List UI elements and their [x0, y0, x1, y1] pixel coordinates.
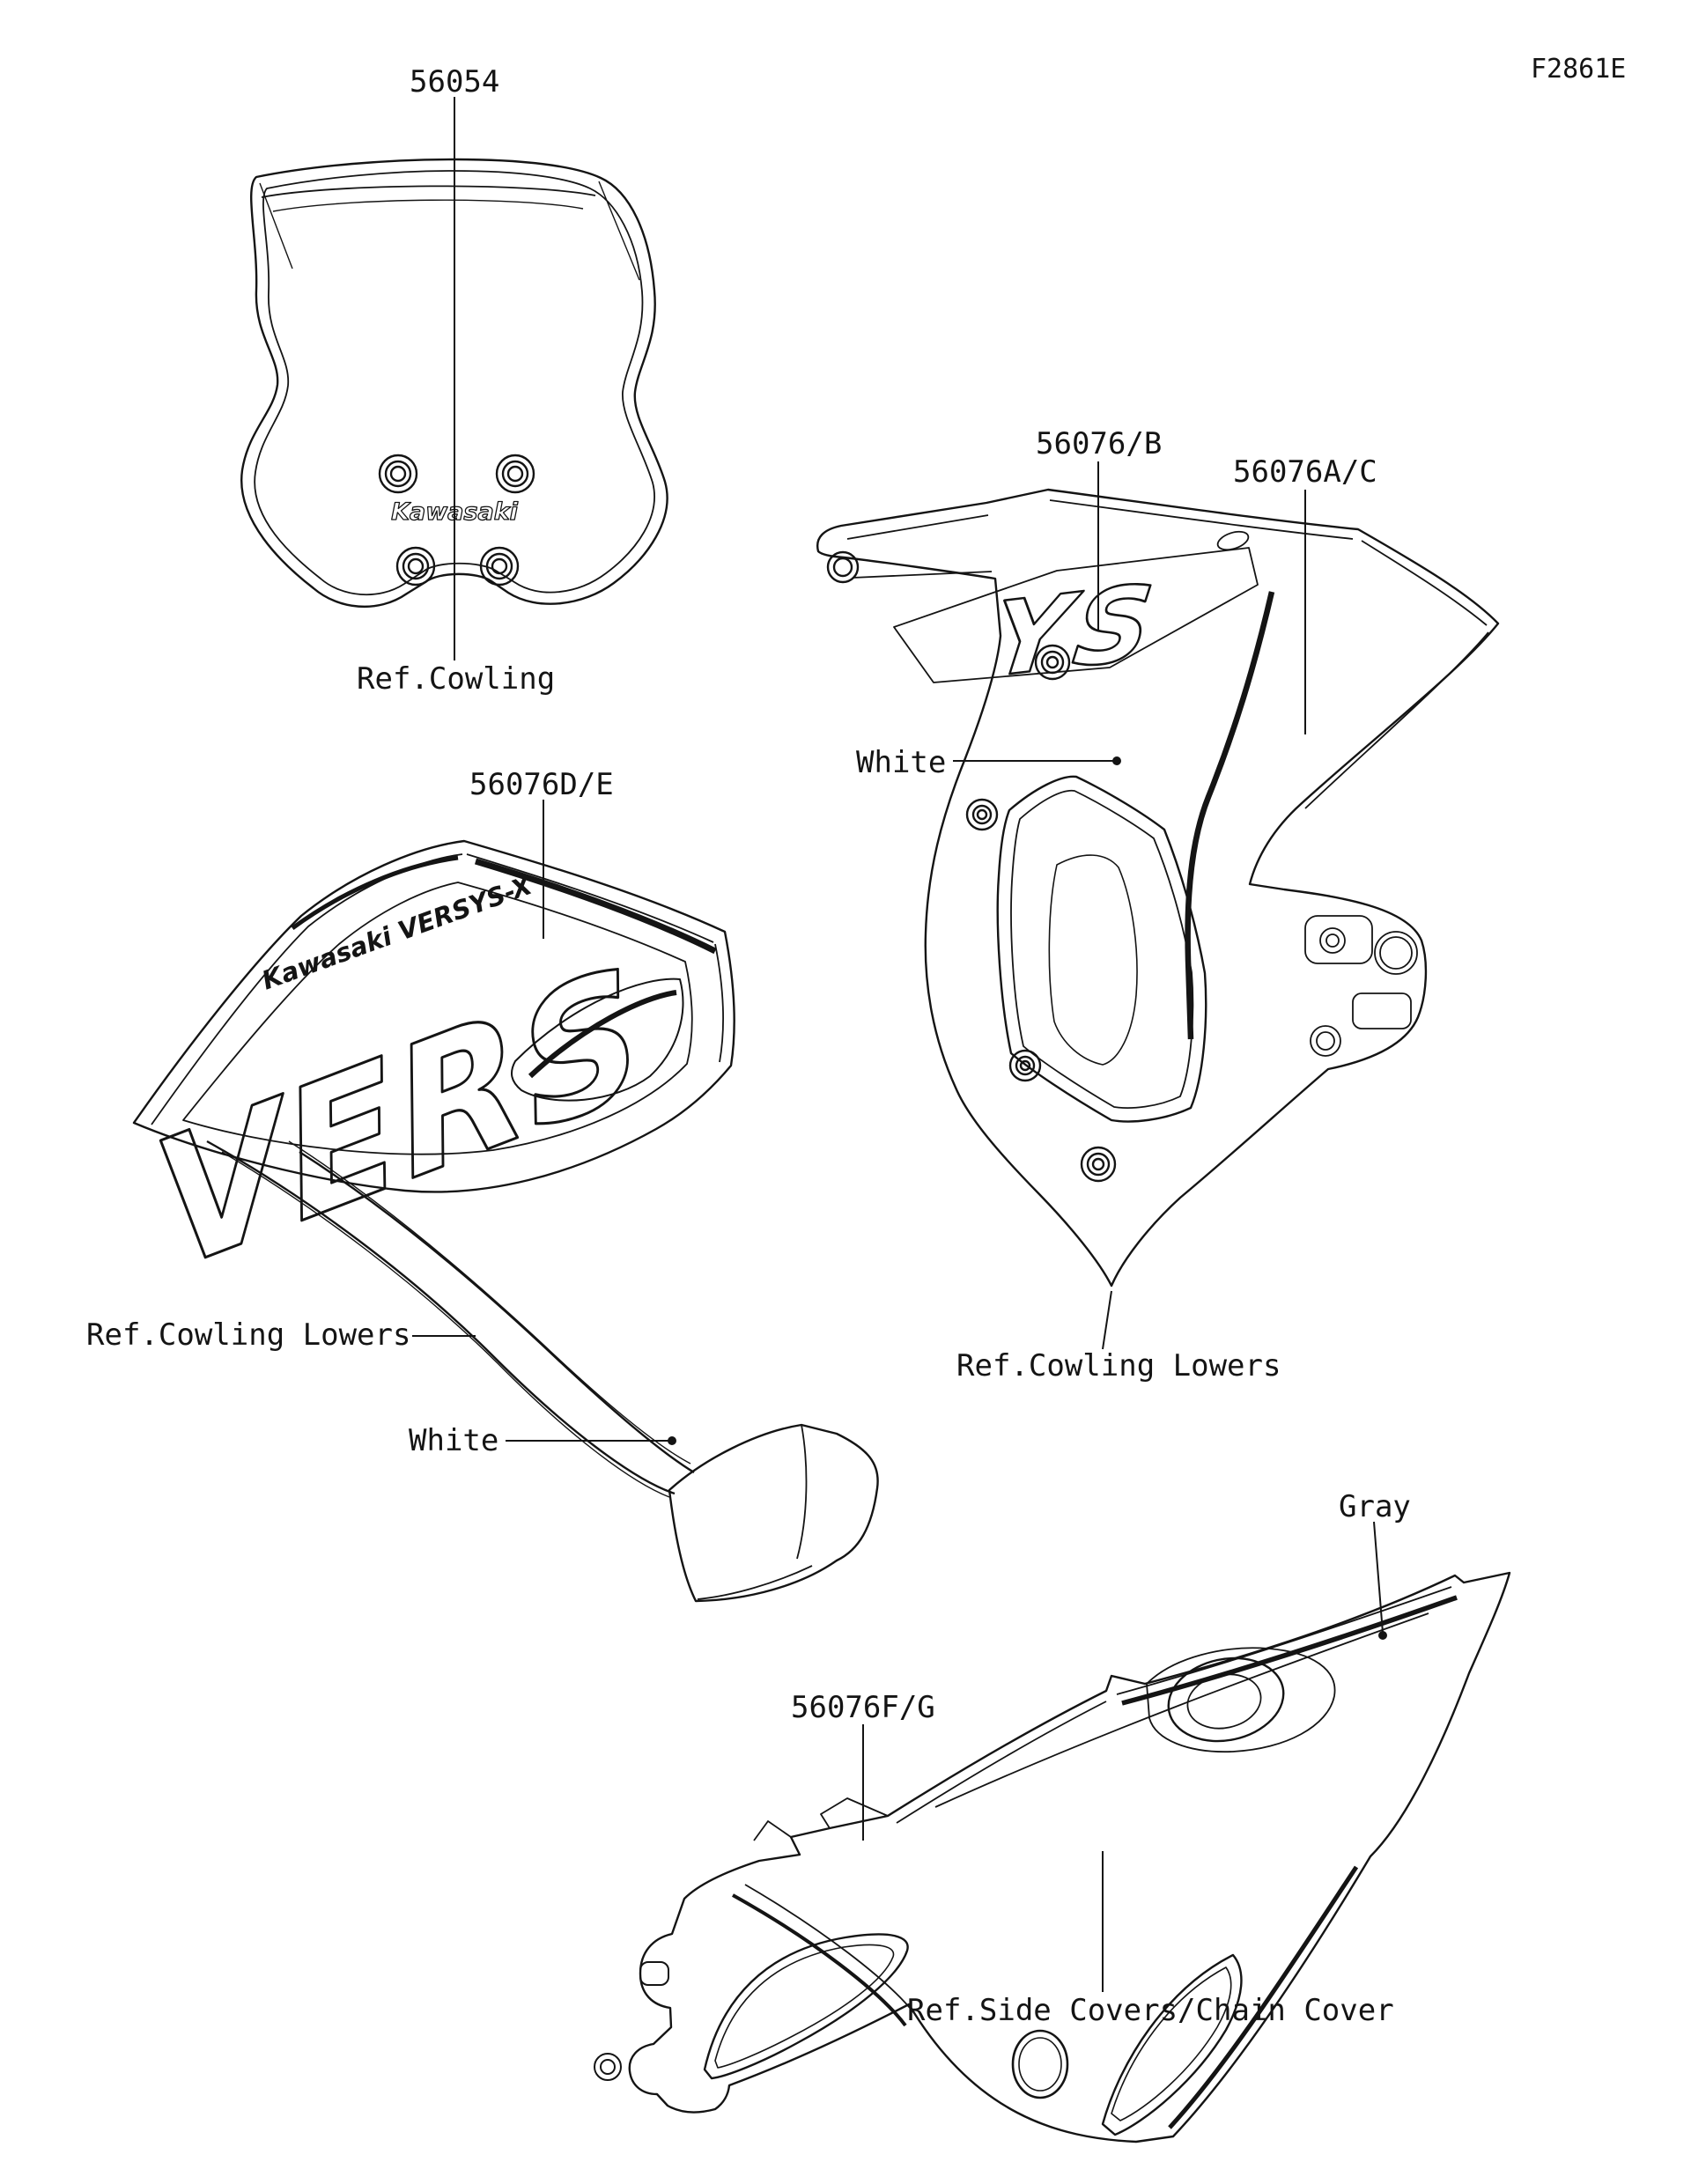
windshield-bolt-3 [395, 546, 436, 587]
side-cover-left-opening [703, 1933, 909, 2080]
right-cowling-arm-bolt [826, 550, 860, 584]
windshield-bolt-4 [479, 546, 520, 587]
right-cowling-bracket [1304, 915, 1418, 1057]
callout-ref-cowling-lowers-left: Ref.Cowling Lowers [86, 1317, 411, 1353]
side-cover-round-opening-inner [1186, 1673, 1262, 1730]
figure-code: F2861E [1531, 54, 1627, 85]
left-cowling-swoosh-left [291, 855, 459, 931]
windshield-right-crease [598, 181, 640, 281]
side-cover-top-stripe-thin [1116, 1586, 1452, 1695]
right-cowling-window-inner [1010, 789, 1194, 1109]
windshield-left-crease [259, 182, 293, 269]
side-cover-tab-bolt-lower [594, 2053, 622, 2081]
right-cowling-bolt-mid [1034, 644, 1071, 681]
side-cover-round-opening [1167, 1656, 1285, 1743]
callout-part-56076fg: 56076F/G [791, 1690, 935, 1725]
side-cover-left-opening-inner [714, 1944, 895, 2069]
callout-white-left: White [409, 1423, 499, 1458]
side-cover-right-opening [1101, 1953, 1243, 2136]
side-cover-left-stripe-thin [744, 1884, 915, 2014]
leader-white-right-dot [1112, 756, 1121, 765]
left-cowling-swoosh-top [474, 858, 717, 955]
left-cowling-teardrop [510, 978, 684, 1102]
leader-gray [1373, 1521, 1384, 1634]
side-cover-axis-stripe2 [896, 1701, 1107, 1824]
leader-white-left-dot [668, 1436, 676, 1445]
right-cowling-window-detail [1048, 854, 1138, 1066]
windshield-top-accent [261, 185, 596, 198]
right-cowling-dark-stripe [1185, 591, 1275, 1040]
left-cowling-lower-band [206, 1140, 695, 1498]
side-cover-drawing [594, 1571, 1511, 2143]
windshield-top-accent2 [272, 199, 584, 212]
right-cowling-bolt-bottom [1080, 1146, 1117, 1183]
side-cover-spikes [753, 1797, 889, 1841]
left-cowling-decal-panel [182, 882, 693, 1155]
side-cover-left-stripe [732, 1893, 907, 2027]
right-cowling-outline [816, 488, 1500, 1288]
callout-part-56076b: 56076/B [1036, 426, 1163, 461]
side-cover-top-stripe-dark [1121, 1595, 1458, 1706]
windshield-bolt-2 [495, 454, 535, 494]
windshield-outline [240, 158, 668, 609]
leader-gray-dot [1378, 1631, 1387, 1640]
right-cowling-bolt-left [965, 798, 999, 831]
callout-part-56054: 56054 [410, 64, 500, 100]
windshield-inner [254, 170, 655, 596]
left-cowling-large-decal: VERS [142, 928, 660, 1310]
right-cowling-arm-inner [846, 514, 993, 579]
right-cowling-right-inner [1304, 631, 1489, 809]
left-cowling-teardrop-stripe [528, 990, 677, 1079]
callout-part-56076de: 56076D/E [469, 767, 614, 802]
callout-ref-side-covers: Ref.Side Covers/Chain Cover [907, 1993, 1394, 2028]
right-cowling-bolt-bottomleft [1008, 1049, 1042, 1082]
callout-ref-cowling-lowers-right: Ref.Cowling Lowers [956, 1348, 1281, 1383]
callout-white-right: White [856, 745, 947, 780]
left-cowling-shield-outline [132, 839, 735, 1193]
callout-gray: Gray [1339, 1489, 1411, 1524]
right-cowling-large-decal: YS [985, 562, 1164, 701]
side-cover-right-opening-inner [1111, 1966, 1232, 2121]
side-cover-wing-stripe [1168, 1865, 1359, 2129]
leader-ref-lowers-right [1102, 1290, 1112, 1350]
side-cover-outline [628, 1571, 1511, 2143]
side-cover-boss [1146, 1647, 1336, 1753]
side-cover-axis-stripe1 [934, 1612, 1429, 1808]
left-cowling-foot [668, 1423, 879, 1603]
left-cowling-drawing: Kawasaki VERSYS-X VERS [132, 839, 879, 1603]
right-cowling-decal-band [893, 547, 1259, 683]
right-cowling-top-inner [1049, 499, 1488, 626]
side-cover-center-hole [1011, 2029, 1069, 2099]
windshield-logo-decal: Kawasaki [391, 498, 519, 526]
side-cover-tab-bolt-upper [639, 1961, 669, 1986]
right-cowling-window-outer [996, 775, 1207, 1123]
windshield-drawing: Kawasaki [240, 158, 668, 609]
leader-lines [412, 97, 1387, 1992]
callout-part-56076ac: 56076A/C [1233, 454, 1377, 490]
callout-ref-cowling: Ref.Cowling [357, 661, 556, 697]
left-cowling-foot-folds [697, 1424, 813, 1600]
right-cowling-vent-hole [1216, 530, 1250, 551]
right-cowling-drawing: YS [816, 488, 1500, 1288]
windshield-bolt-1 [378, 454, 418, 494]
